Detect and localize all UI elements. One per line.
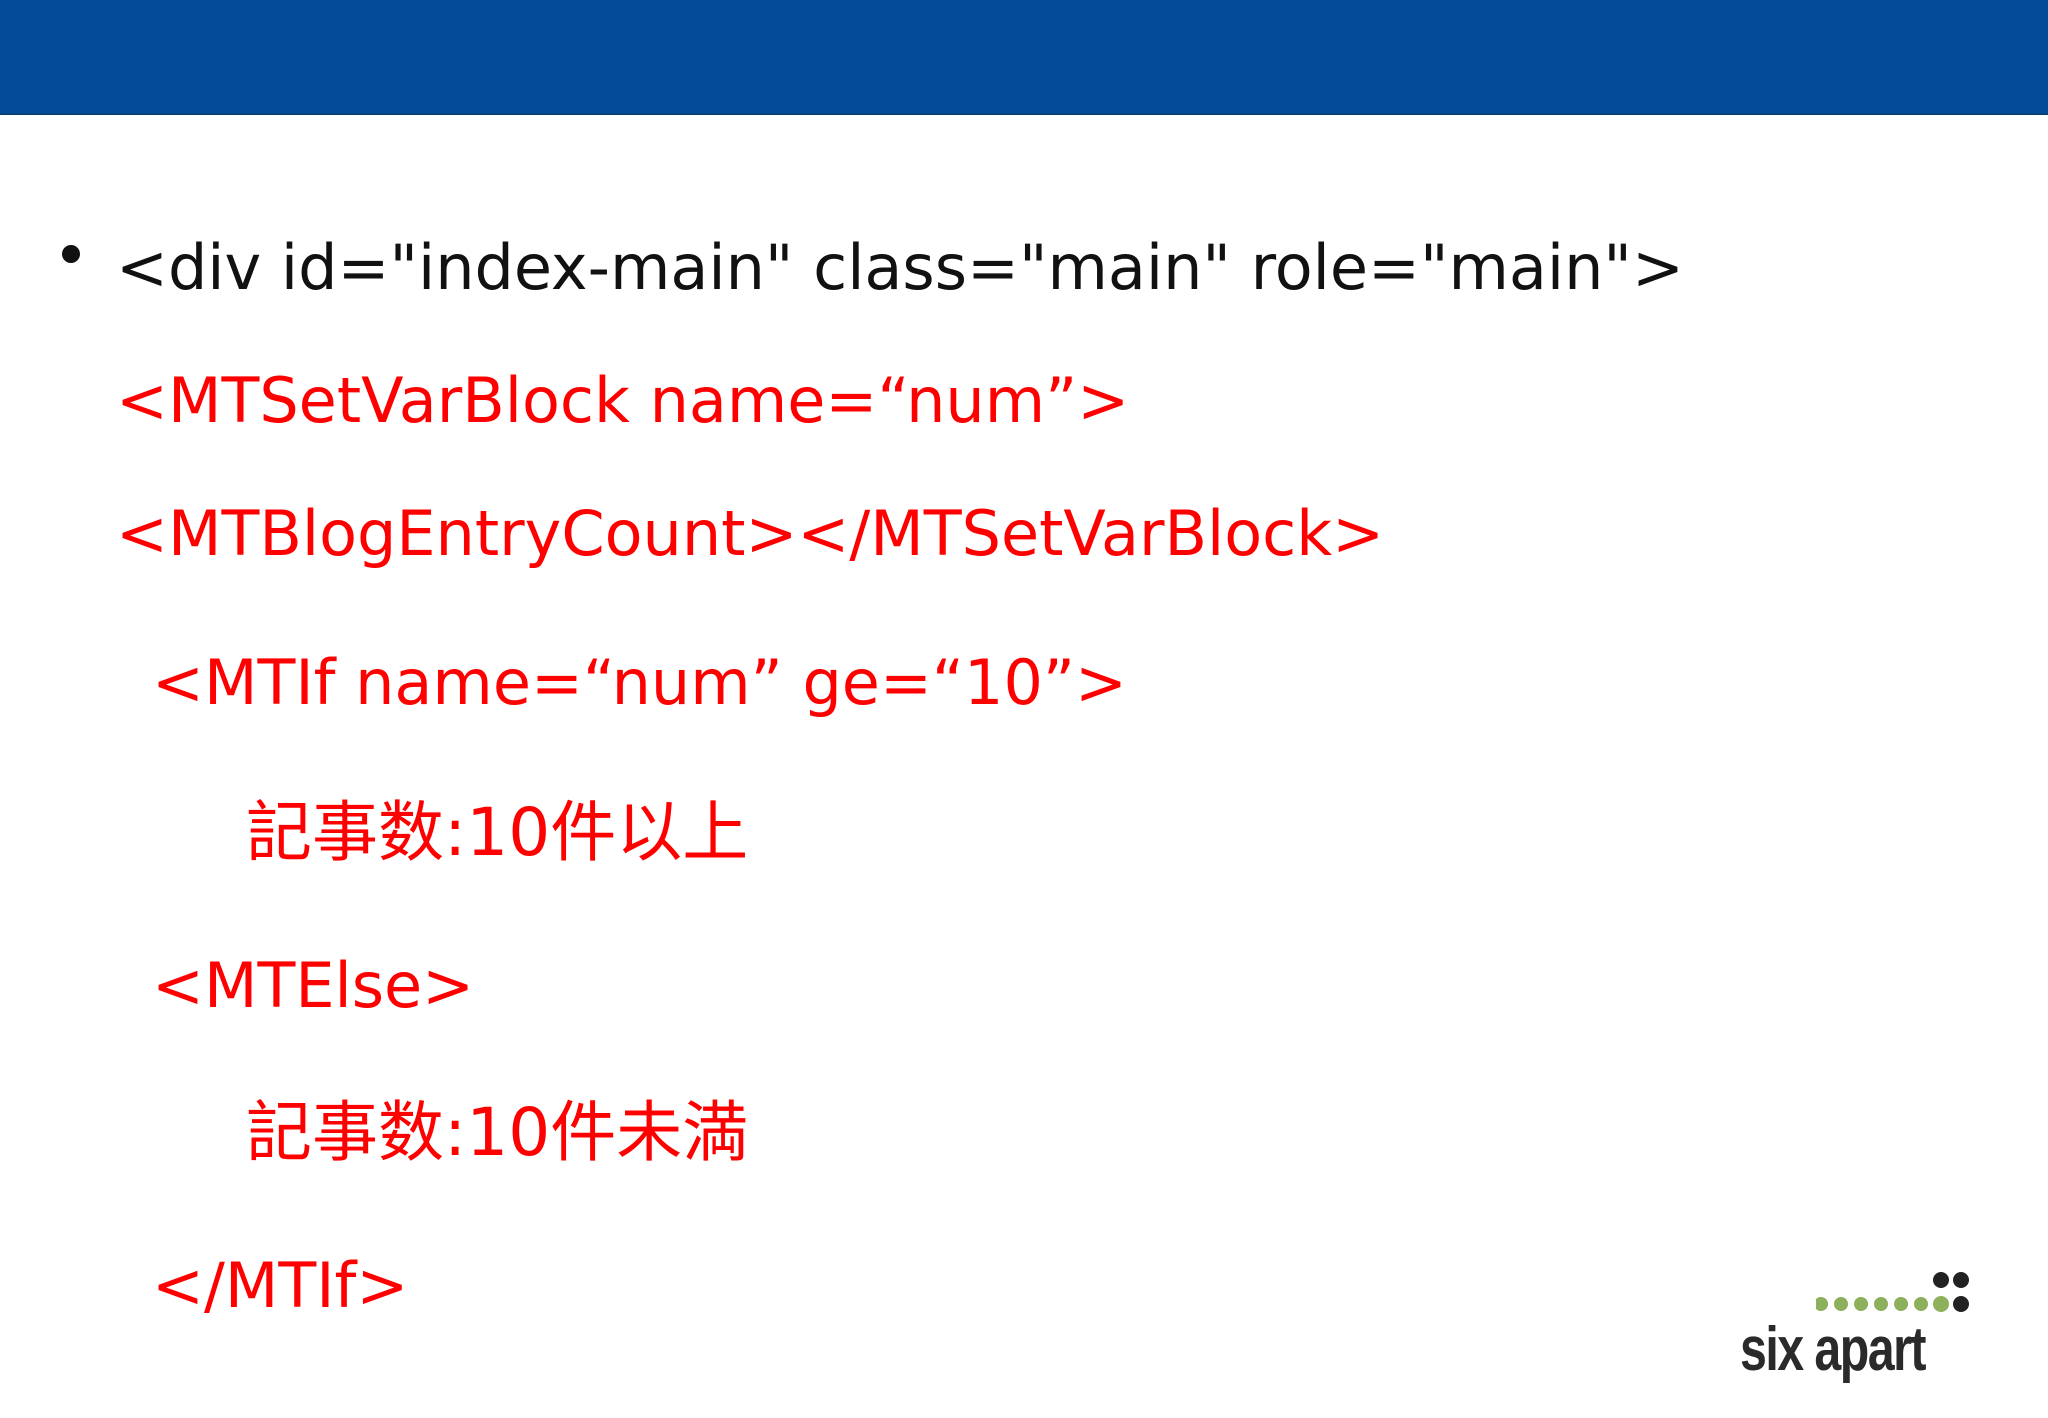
code-line-mtif-close: </MTIf> — [152, 1249, 409, 1322]
code-line-entrycount: <MTBlogEntryCount></MTSetVarBlock> — [116, 497, 1385, 570]
code-line-less-than-ten: 記事数:10件未満 — [246, 1094, 749, 1171]
code-line-mtelse: <MTElse> — [152, 949, 475, 1022]
logo-text: six apart — [1740, 1315, 1926, 1384]
code-line-div: <div id="index-main" class="main" role="… — [116, 231, 1684, 304]
code-line-ten-or-more: 記事数:10件以上 — [246, 794, 749, 871]
header-bar — [0, 0, 2048, 115]
six-apart-logo: six apart — [1740, 1270, 1970, 1390]
bullet-point — [62, 245, 80, 263]
code-line-setvarblock-open: <MTSetVarBlock name=“num”> — [116, 364, 1130, 437]
logo-dots-icon — [1816, 1272, 1969, 1312]
code-line-mtif-open: <MTIf name=“num” ge=“10”> — [152, 646, 1127, 719]
